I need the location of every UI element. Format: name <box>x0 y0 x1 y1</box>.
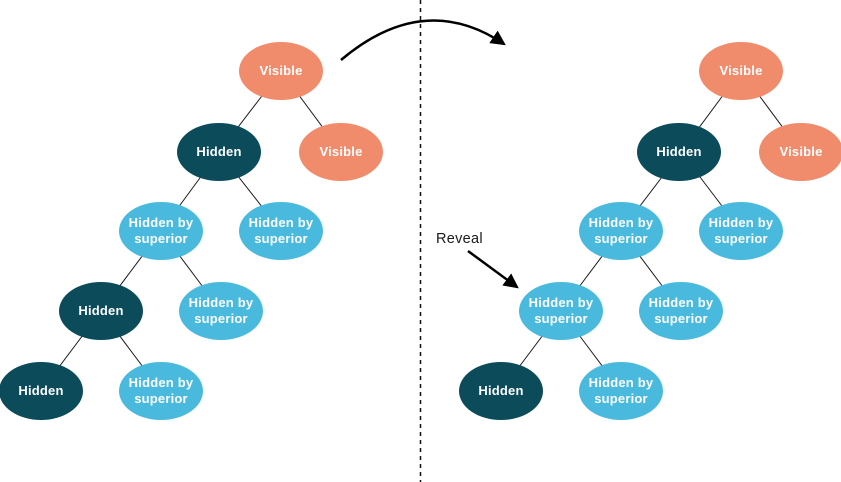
left-tree-node-hidden: Hidden <box>177 123 261 181</box>
left-tree-node-hidden: Hidden <box>59 282 143 340</box>
right-tree-node-reveal-target: Hidden by superior <box>519 282 603 340</box>
right-tree-node-hidden: Hidden <box>459 362 543 420</box>
left-tree-node-hidden-by-superior: Hidden by superior <box>239 202 323 260</box>
left-tree-node-hidden-by-superior: Hidden by superior <box>119 362 203 420</box>
right-tree-node-visible: Visible <box>759 123 841 181</box>
left-tree-node-visible: Visible <box>299 123 383 181</box>
left-tree-node-hidden-by-superior: Hidden by superior <box>119 202 203 260</box>
right-tree-node-hidden: Hidden <box>637 123 721 181</box>
left-tree-node-hidden-by-superior: Hidden by superior <box>179 282 263 340</box>
transform-arrow-icon <box>340 19 506 61</box>
right-tree-node-root-visible: Visible <box>699 42 783 100</box>
right-tree-node-hidden-by-superior: Hidden by superior <box>639 282 723 340</box>
right-tree-node-hidden-by-superior: Hidden by superior <box>579 202 663 260</box>
left-tree-node-hidden: Hidden <box>0 362 83 420</box>
right-tree-node-hidden-by-superior: Hidden by superior <box>579 362 663 420</box>
reveal-annotation-label: Reveal <box>436 231 483 247</box>
left-tree-node-root-visible: Visible <box>239 42 323 100</box>
right-tree-node-hidden-by-superior: Hidden by superior <box>699 202 783 260</box>
reveal-arrow-icon <box>467 249 519 289</box>
